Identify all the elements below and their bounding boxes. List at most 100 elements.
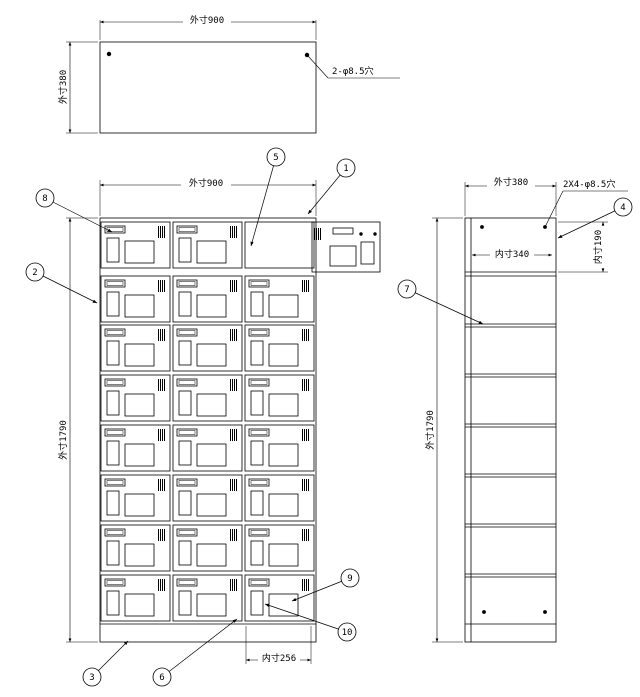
lock-panel <box>196 294 227 318</box>
locker-door <box>100 524 171 572</box>
vent-grille <box>230 379 237 391</box>
locker-door <box>172 221 243 269</box>
callout-4: 4 <box>557 197 633 239</box>
lock-panel <box>268 393 299 417</box>
lock-panel <box>196 443 227 467</box>
handle-recess <box>178 540 192 566</box>
lock-panel <box>196 343 227 367</box>
callout-number: 7 <box>404 285 409 295</box>
vent-grille <box>158 479 165 491</box>
handle-recess <box>106 390 120 416</box>
name-plate <box>104 528 126 537</box>
lock-panel <box>124 393 155 417</box>
lock-panel <box>268 593 299 617</box>
handle-recess <box>178 590 192 616</box>
lock-panel <box>124 493 155 517</box>
callout-3: 3 <box>82 640 129 687</box>
handle-recess <box>106 440 120 466</box>
handle-recess <box>106 291 120 317</box>
top-hole-label: 2-φ8.5穴 <box>332 65 374 77</box>
locker-door <box>244 374 315 422</box>
handle-recess <box>106 490 120 516</box>
side-holes-label: 2X4-φ8.5穴 <box>563 178 615 190</box>
locker-door <box>100 424 171 472</box>
handle-recess <box>106 540 120 566</box>
handle-recess <box>250 540 264 566</box>
lock-panel <box>196 593 227 617</box>
vent-grille <box>158 226 165 238</box>
lock-panel <box>268 294 299 318</box>
lock-panel <box>124 240 155 264</box>
handle-recess <box>178 340 192 366</box>
name-plate <box>176 225 198 234</box>
name-plate <box>176 528 198 537</box>
vent-grille <box>158 379 165 391</box>
locker-door <box>172 374 243 422</box>
handle-recess <box>178 440 192 466</box>
vent-grille <box>158 329 165 341</box>
handle-recess <box>250 291 264 317</box>
vent-grille <box>302 280 309 292</box>
locker-door <box>244 574 315 622</box>
name-plate <box>176 428 198 437</box>
name-plate <box>248 528 270 537</box>
lock-panel <box>196 240 227 264</box>
locker-door <box>244 275 315 323</box>
name-plate <box>176 478 198 487</box>
callout-number: 6 <box>159 673 164 683</box>
top-width-label: 外寸900 <box>190 14 224 26</box>
callout-number: 8 <box>42 194 47 204</box>
side-height-label: 外寸1790 <box>424 410 436 450</box>
lock-panel <box>124 294 155 318</box>
handle-recess <box>250 340 264 366</box>
callout-10: 10 <box>264 603 357 642</box>
lock-panel <box>124 343 155 367</box>
lock-panel <box>196 493 227 517</box>
vent-grille <box>158 429 165 441</box>
front-width-label: 外寸900 <box>189 177 223 189</box>
vent-grille <box>302 379 309 391</box>
name-plate <box>248 328 270 337</box>
vent-grille <box>230 226 237 238</box>
handle-recess <box>178 291 192 317</box>
name-plate <box>248 428 270 437</box>
vent-grille <box>158 280 165 292</box>
locker-door <box>172 424 243 472</box>
callout-number: 9 <box>347 574 352 584</box>
lock-panel <box>196 543 227 567</box>
vent-grille <box>302 329 309 341</box>
locker-door <box>100 221 171 269</box>
locker-door <box>244 524 315 572</box>
callout-6: 6 <box>152 618 238 687</box>
lock-panel <box>268 443 299 467</box>
side-inner-height-label: 内寸190 <box>592 230 604 264</box>
name-plate <box>104 578 126 587</box>
name-plate <box>248 578 270 587</box>
name-plate <box>104 225 126 234</box>
locker-grid <box>100 221 315 622</box>
handle-recess <box>178 237 192 263</box>
callout-1: 1 <box>307 158 356 215</box>
vent-grille <box>302 429 309 441</box>
name-plate <box>176 279 198 288</box>
lock-panel <box>268 493 299 517</box>
locker-door <box>100 374 171 422</box>
side-inner-depth-label: 内寸340 <box>495 248 529 260</box>
handle-recess <box>106 340 120 366</box>
callouts: 1 2 3 4 5 6 7 8 9 10 <box>25 147 633 687</box>
vent-grille <box>302 479 309 491</box>
handle-recess <box>250 390 264 416</box>
handle-recess <box>250 590 264 616</box>
open-door-grille <box>314 228 321 240</box>
name-plate <box>248 279 270 288</box>
callout-number: 2 <box>32 268 37 278</box>
vent-grille <box>230 529 237 541</box>
handle-recess <box>106 590 120 616</box>
handle-recess <box>250 440 264 466</box>
handle-recess <box>250 490 264 516</box>
callout-9: 9 <box>291 568 360 602</box>
locker-door <box>100 474 171 522</box>
vent-grille <box>158 579 165 591</box>
callout-number: 5 <box>273 153 278 163</box>
